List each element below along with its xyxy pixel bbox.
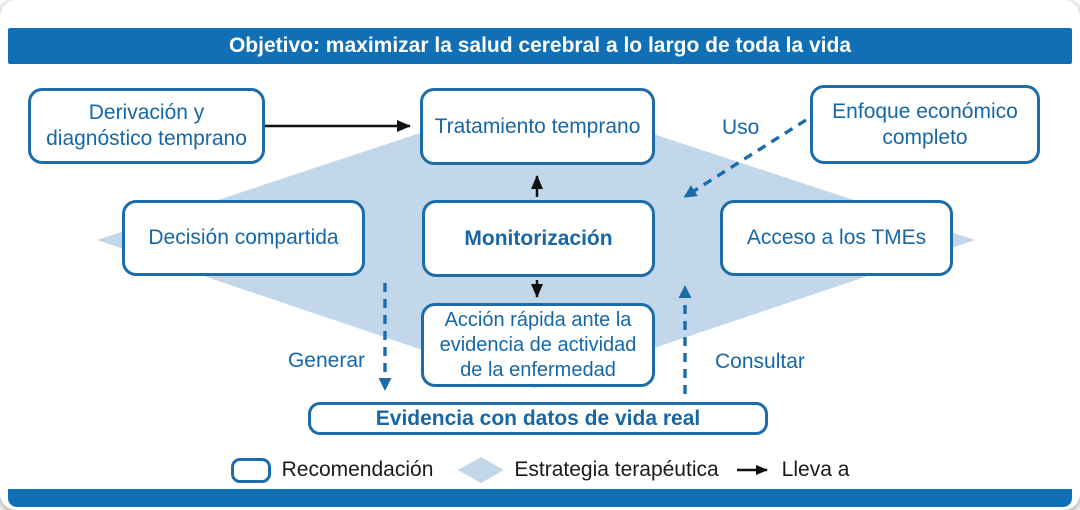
legend-leads-to-label: Lleva a [781, 458, 850, 481]
legend-row: Recomendación Estrategia terapéutica Lle… [0, 455, 1080, 485]
box-tratamiento-label: Tratamiento temprano [434, 114, 641, 138]
box-acceso-label: Acceso a los TMEs [746, 226, 927, 250]
legend-diamond-icon [458, 457, 505, 483]
legend-arrow-icon [736, 465, 768, 475]
footer-bar [8, 489, 1072, 507]
box-enfoque-economico: Enfoque económico completo [810, 85, 1040, 164]
box-decision-label: Decisión compartida [148, 226, 339, 250]
legend-recommendation-icon [230, 457, 271, 483]
box-evidencia-label: Evidencia con datos de vida real [375, 406, 701, 430]
box-accion-rapida: Acción rápida ante la evidencia de activ… [421, 303, 655, 387]
box-monitorizacion: Monitorización [422, 200, 655, 277]
box-tratamiento-temprano: Tratamiento temprano [420, 88, 655, 165]
box-derivacion-diagnostico: Derivación y diagnóstico temprano [28, 88, 265, 164]
page-title: Objetivo: maximizar la salud cerebral a … [228, 34, 852, 57]
box-enfoque-label: Enfoque económico completo [832, 99, 1018, 149]
box-acceso-tmes: Acceso a los TMEs [720, 200, 953, 276]
edge-label-generar: Generar [287, 349, 365, 372]
edge-label-consultar: Consultar [715, 350, 805, 373]
box-monitorizacion-label: Monitorización [464, 226, 613, 250]
box-derivacion-label: Derivación y diagnóstico temprano [46, 101, 247, 150]
legend-strategy-label: Estrategia terapéutica [514, 458, 719, 481]
box-accion-label: Acción rápida ante la evidencia de activ… [439, 308, 637, 381]
box-evidencia-vida-real: Evidencia con datos de vida real [308, 402, 768, 435]
box-decision-compartida: Decisión compartida [122, 200, 365, 276]
header-bar: Objetivo: maximizar la salud cerebral a … [8, 28, 1072, 64]
edge-label-uso: Uso [722, 116, 760, 139]
legend-recommendation-label: Recomendación [281, 458, 434, 481]
